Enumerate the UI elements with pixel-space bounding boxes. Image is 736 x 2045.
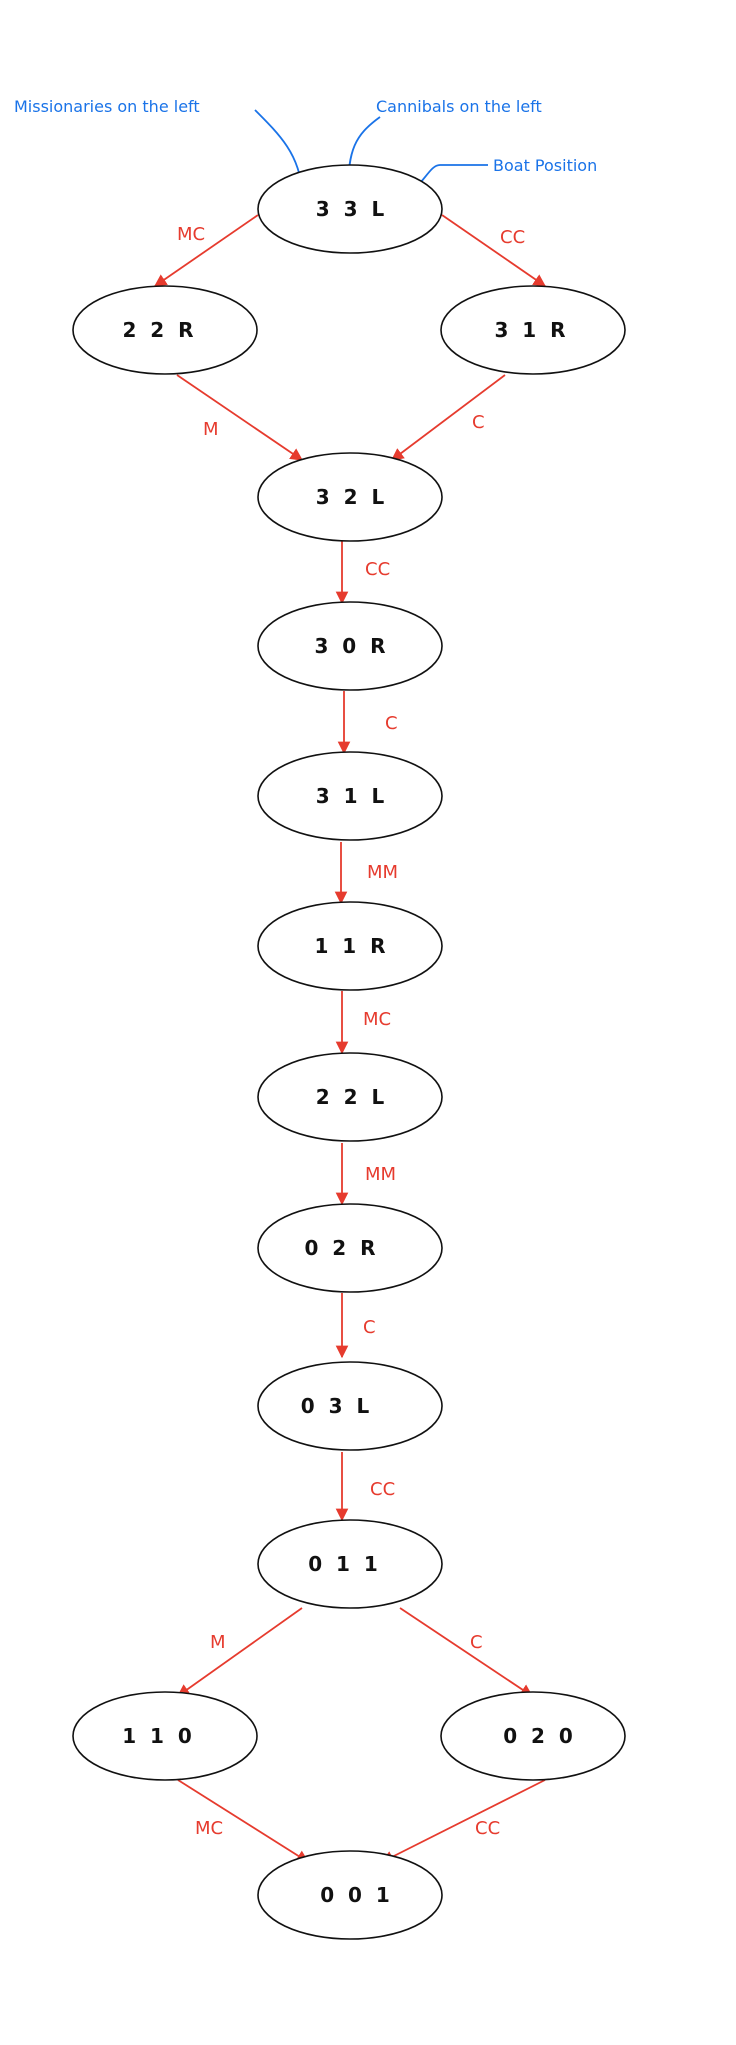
state-label: 1 1 0 bbox=[122, 1724, 192, 1748]
state-label: 2 2 R bbox=[122, 318, 193, 342]
edge-label-e2: CC bbox=[500, 227, 525, 248]
annotation-cannibals: Cannibals on the left bbox=[376, 97, 542, 116]
state-label: 3 0 R bbox=[314, 634, 385, 658]
state-label: 3 3 L bbox=[316, 197, 385, 221]
edge-label-e7: MM bbox=[367, 862, 398, 883]
state-label: 3 2 L bbox=[316, 485, 385, 509]
edge-s11b-s12 bbox=[380, 1779, 546, 1863]
state-node: 3 3 L bbox=[257, 164, 443, 254]
edge-s1-s2b bbox=[441, 214, 547, 287]
state-node: 1 1 R bbox=[257, 901, 443, 991]
state-node: 2 2 R bbox=[72, 285, 258, 375]
state-label: 0 2 R bbox=[304, 1236, 375, 1260]
nodes: 3 3 L 2 2 R 3 1 R 3 2 L 3 0 R 3 1 L 1 1 … bbox=[72, 164, 626, 1940]
annotation-missionaries: Missionaries on the left bbox=[14, 97, 200, 116]
edge-label-e11: CC bbox=[370, 1479, 395, 1500]
edge-s10-s11a bbox=[176, 1607, 303, 1697]
edge-label-e13: C bbox=[470, 1632, 483, 1653]
state-node: 3 1 L bbox=[257, 751, 443, 841]
state-node: 3 2 L bbox=[257, 452, 443, 542]
state-node: 1 1 0 bbox=[72, 1691, 258, 1781]
edge-s10-s11b bbox=[399, 1607, 534, 1697]
state-label: 0 1 1 bbox=[308, 1552, 378, 1576]
edge-label-e10: C bbox=[363, 1317, 376, 1338]
state-label: 1 1 R bbox=[314, 934, 385, 958]
state-node: 2 2 L bbox=[257, 1052, 443, 1142]
state-node: 0 0 1 bbox=[257, 1850, 443, 1940]
state-node: 0 3 L bbox=[257, 1361, 443, 1451]
edge-label-e6: C bbox=[385, 713, 398, 734]
edge-label-e8: MC bbox=[363, 1009, 391, 1030]
edge-label-e9: MM bbox=[365, 1164, 396, 1185]
state-label: 3 1 L bbox=[316, 784, 385, 808]
edge-label-e12: M bbox=[210, 1632, 226, 1653]
edges: MC CC M C CC C MM MC MM C CC M C MC CC bbox=[153, 214, 547, 1863]
state-label: 0 2 0 bbox=[503, 1724, 573, 1748]
edge-label-e4: C bbox=[472, 412, 485, 433]
edge-label-e3: M bbox=[203, 419, 219, 440]
state-node: 0 2 R bbox=[257, 1203, 443, 1293]
edge-s11a-s12 bbox=[177, 1779, 310, 1863]
edge-s2b-s3 bbox=[390, 374, 506, 461]
state-node: 0 2 0 bbox=[440, 1691, 626, 1781]
edge-label-e15: CC bbox=[475, 1818, 500, 1839]
state-label: 0 0 1 bbox=[320, 1883, 390, 1907]
state-node: 3 1 R bbox=[440, 285, 626, 375]
state-label: 3 1 R bbox=[494, 318, 565, 342]
state-node: 3 0 R bbox=[257, 601, 443, 691]
annotation-boat: Boat Position bbox=[493, 156, 597, 175]
state-node: 0 1 1 bbox=[257, 1519, 443, 1609]
state-label: 2 2 L bbox=[316, 1085, 385, 1109]
edge-label-e1: MC bbox=[177, 224, 205, 245]
edge-s2a-s3 bbox=[176, 374, 304, 461]
edge-s1-s2a bbox=[153, 214, 259, 287]
edge-label-e14: MC bbox=[195, 1818, 223, 1839]
state-label: 0 3 L bbox=[301, 1394, 370, 1418]
edge-label-e5: CC bbox=[365, 559, 390, 580]
